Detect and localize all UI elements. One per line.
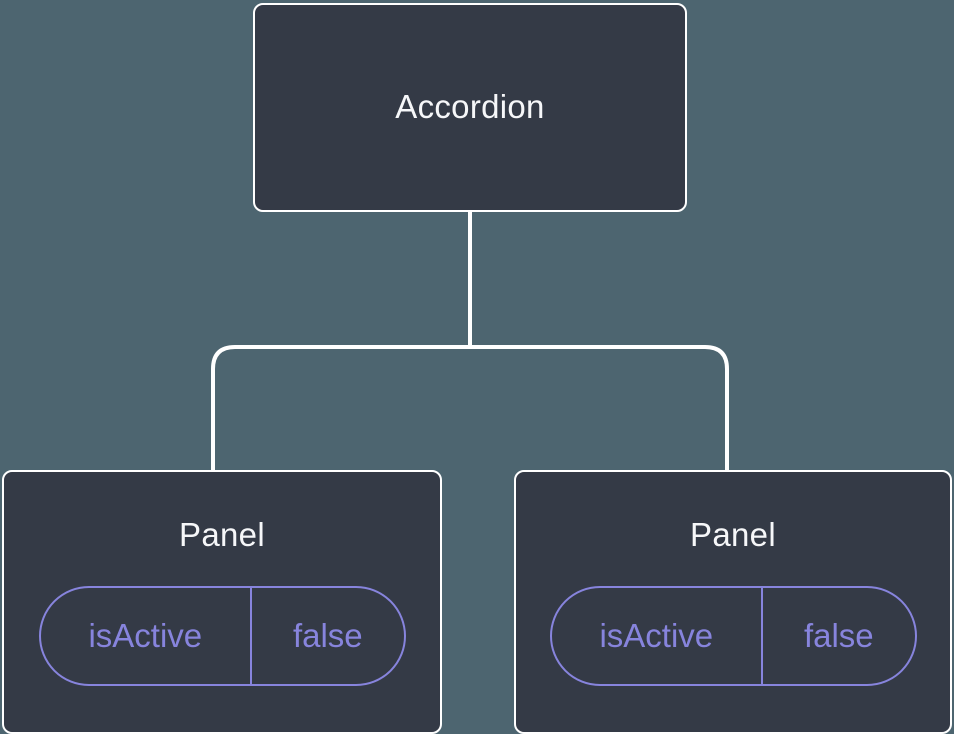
state-value-label: false xyxy=(292,617,363,655)
panel-node-right: Panel isActive false xyxy=(514,470,952,734)
state-key-label: isActive xyxy=(552,588,764,685)
panel-node-left: Panel isActive false xyxy=(2,470,442,734)
connector-bracket xyxy=(211,345,729,470)
accordion-node-label: Accordion xyxy=(395,88,545,126)
state-value-label: false xyxy=(803,617,874,655)
panel-node-label: Panel xyxy=(690,516,776,553)
panel-node-label: Panel xyxy=(179,516,265,553)
accordion-node: Accordion xyxy=(253,3,687,212)
state-key-label: isActive xyxy=(41,588,253,685)
state-pill: isActive false xyxy=(38,586,406,687)
state-pill: isActive false xyxy=(549,586,917,687)
